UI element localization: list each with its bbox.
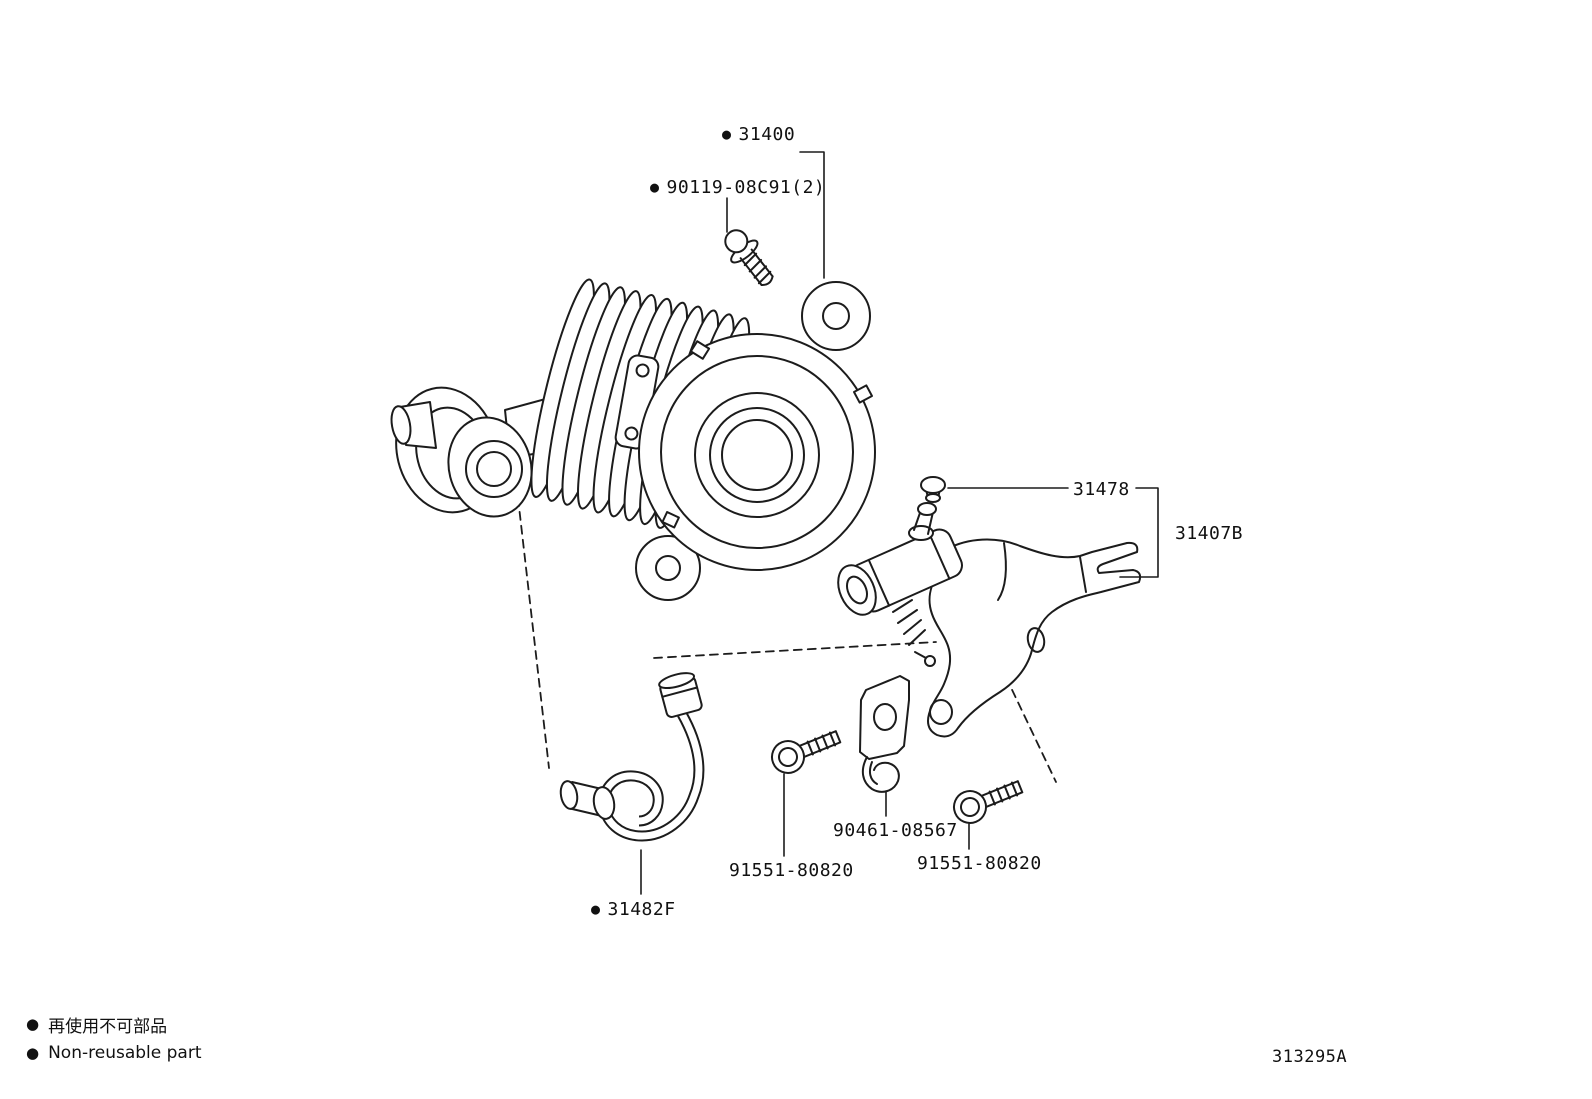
part-callout-90461: 90461-08567 bbox=[833, 820, 958, 842]
release-fork-bracket-drawing bbox=[927, 538, 1142, 738]
release-cylinder-drawing bbox=[837, 502, 963, 667]
flange-bolt-rear-drawing bbox=[953, 780, 1024, 824]
non-reusable-bullet-icon: ● bbox=[26, 1043, 40, 1062]
clutch-tube-drawing bbox=[559, 672, 705, 842]
legend-row-jp: ● 再使用不可部品 bbox=[26, 1012, 201, 1038]
part-number-label: 90461-08567 bbox=[833, 820, 958, 841]
legend-text-en: Non-reusable part bbox=[48, 1043, 202, 1063]
part-number-label: 90119-08C91(2) bbox=[666, 177, 826, 198]
clamp-bracket-drawing bbox=[859, 675, 910, 793]
dashed-alignment-lines bbox=[517, 497, 1057, 783]
drawing-code: 313295A bbox=[1272, 1047, 1348, 1067]
part-callout-31478: 31478 bbox=[1073, 479, 1130, 501]
part-callout-31400: ● 31400 bbox=[722, 124, 795, 146]
part-callout-31407B: 31407B bbox=[1175, 523, 1243, 545]
release-bearing-drawing bbox=[390, 278, 876, 601]
part-number-label: 31407B bbox=[1175, 523, 1244, 544]
non-reusable-bullet-icon: ● bbox=[722, 125, 732, 144]
legend: ● 再使用不可部品 ● Non-reusable part bbox=[26, 1012, 201, 1069]
part-number-label: 91551-80820 bbox=[917, 853, 1042, 874]
part-number-label: 31400 bbox=[738, 124, 796, 145]
legend-text-jp: 再使用不可部品 bbox=[48, 1017, 168, 1037]
non-reusable-bullet-icon: ● bbox=[591, 900, 601, 919]
part-callout-91551-front: 91551-80820 bbox=[729, 860, 854, 882]
leader-lines bbox=[640, 151, 1159, 895]
part-callout-31482F: ● 31482F bbox=[591, 899, 676, 921]
part-callout-91551-rear: 91551-80820 bbox=[917, 853, 1042, 875]
part-callout-90119: ● 90119-08C91(2) bbox=[650, 177, 825, 199]
legend-row-en: ● Non-reusable part bbox=[26, 1043, 201, 1063]
non-reusable-bullet-icon: ● bbox=[26, 1015, 40, 1033]
part-number-label: 31478 bbox=[1073, 479, 1130, 500]
flange-bolt-front-drawing bbox=[771, 730, 842, 774]
bolt-90119-drawing bbox=[724, 229, 774, 286]
bleeder-cap-drawing bbox=[920, 476, 946, 503]
part-number-label: 91551-80820 bbox=[729, 860, 854, 881]
part-number-label: 31482F bbox=[607, 899, 676, 920]
non-reusable-bullet-icon: ● bbox=[650, 178, 660, 197]
